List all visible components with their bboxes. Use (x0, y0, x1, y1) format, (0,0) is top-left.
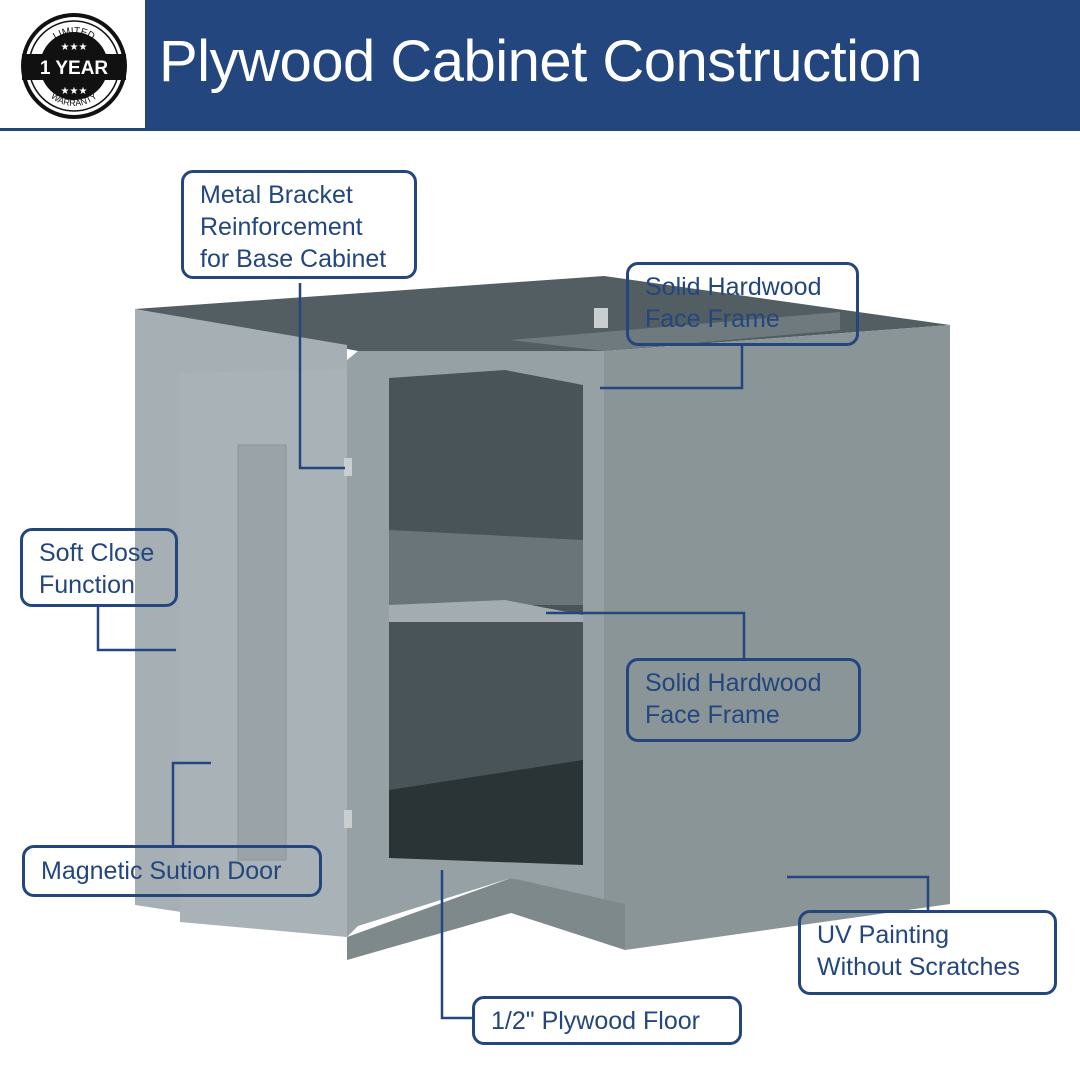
callout-line: Without Scratches (817, 953, 1020, 981)
callout-line: Face Frame (645, 701, 780, 729)
divider (0, 128, 150, 131)
callout-line: Reinforcement (200, 213, 363, 241)
callout-line: Soft Close (39, 539, 155, 567)
badge-text: 1 YEAR (40, 58, 109, 79)
callout-line: for Base Cabinet (200, 245, 387, 273)
callout-line: Solid Hardwood (645, 669, 822, 697)
callout-magnetic-door: Magnetic Sution Door (22, 845, 322, 897)
callout-face-frame-top: Solid Hardwood Face Frame (626, 262, 859, 346)
callout-uv-painting: UV Painting Without Scratches (798, 910, 1057, 995)
callout-soft-close: Soft Close Function (20, 528, 178, 607)
callout-line: Metal Bracket (200, 181, 353, 209)
callout-plywood-floor: 1/2" Plywood Floor (472, 996, 742, 1045)
stars-icon: ★★★ (61, 86, 88, 97)
badge-top-text: LIMITED (51, 26, 96, 43)
callout-line: Solid Hardwood (645, 273, 822, 301)
callout-line: Face Frame (645, 305, 780, 333)
page-title: Plywood Cabinet Construction (159, 29, 922, 94)
callout-line: Magnetic Sution Door (41, 857, 282, 885)
callout-line: UV Painting (817, 921, 950, 949)
stars-icon: ★★★ (61, 42, 88, 53)
callout-metal-bracket: Metal Bracket Reinforcement for Base Cab… (181, 170, 417, 279)
warranty-badge: LIMITED WARRANTY 1 YEAR ★★★ ★★★ (21, 13, 127, 119)
callout-line: Function (39, 571, 135, 599)
header-banner: Plywood Cabinet Construction (145, 0, 1080, 131)
callout-face-frame-mid: Solid Hardwood Face Frame (626, 658, 861, 742)
callout-line: 1/2" Plywood Floor (491, 1007, 700, 1035)
svg-text:LIMITED: LIMITED (51, 26, 96, 43)
